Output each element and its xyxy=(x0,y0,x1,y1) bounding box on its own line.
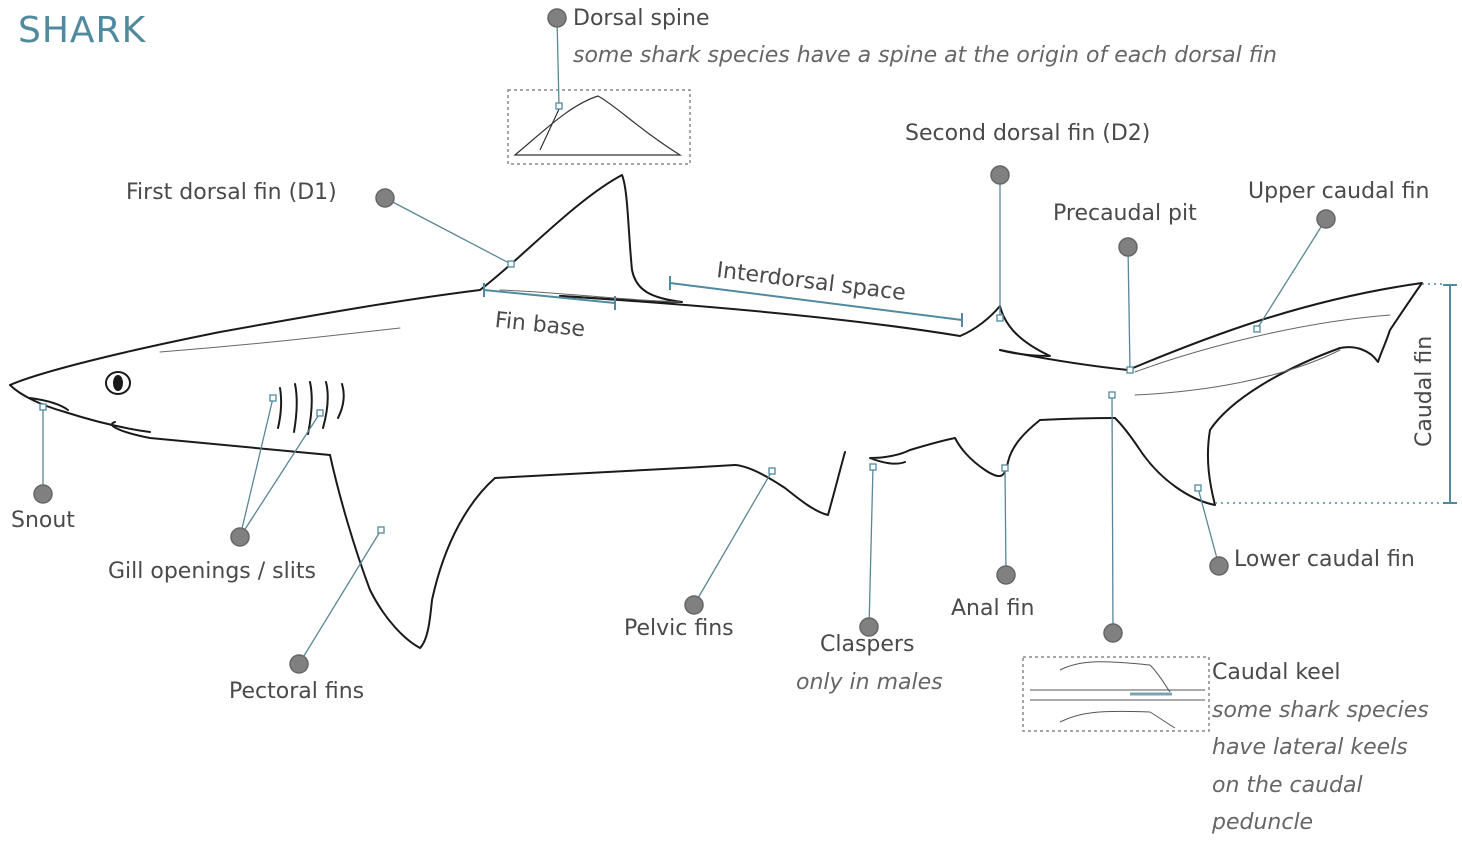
label-caudal-fin: Caudal fin xyxy=(1414,336,1436,447)
target-markers xyxy=(40,103,1260,533)
label-dorsal-spine: Dorsal spine xyxy=(573,8,710,30)
note-dorsal-spine: some shark species have a spine at the o… xyxy=(573,37,1277,74)
note-claspers: only in males xyxy=(796,664,943,701)
label-claspers: Claspers xyxy=(820,634,914,656)
label-anal-fin: Anal fin xyxy=(951,598,1034,620)
label-lower-caudal-fin: Lower caudal fin xyxy=(1234,549,1415,571)
note-caudal-keel: some shark species have lateral keels on… xyxy=(1212,692,1442,842)
label-precaudal-pit: Precaudal pit xyxy=(1053,203,1197,225)
label-second-dorsal-fin: Second dorsal fin (D2) xyxy=(905,123,1150,145)
label-pectoral-fins: Pectoral fins xyxy=(229,681,364,703)
dorsal-spine-inset xyxy=(508,90,690,164)
label-caudal-keel: Caudal keel xyxy=(1212,662,1340,684)
measurement-brackets xyxy=(484,276,1457,503)
label-snout: Snout xyxy=(11,510,75,532)
label-upper-caudal-fin: Upper caudal fin xyxy=(1248,181,1429,203)
label-first-dorsal-fin: First dorsal fin (D1) xyxy=(126,182,337,204)
label-gill-openings: Gill openings / slits xyxy=(108,561,316,583)
caudal-keel-inset xyxy=(1023,657,1209,731)
label-pelvic-fins: Pelvic fins xyxy=(624,618,734,640)
